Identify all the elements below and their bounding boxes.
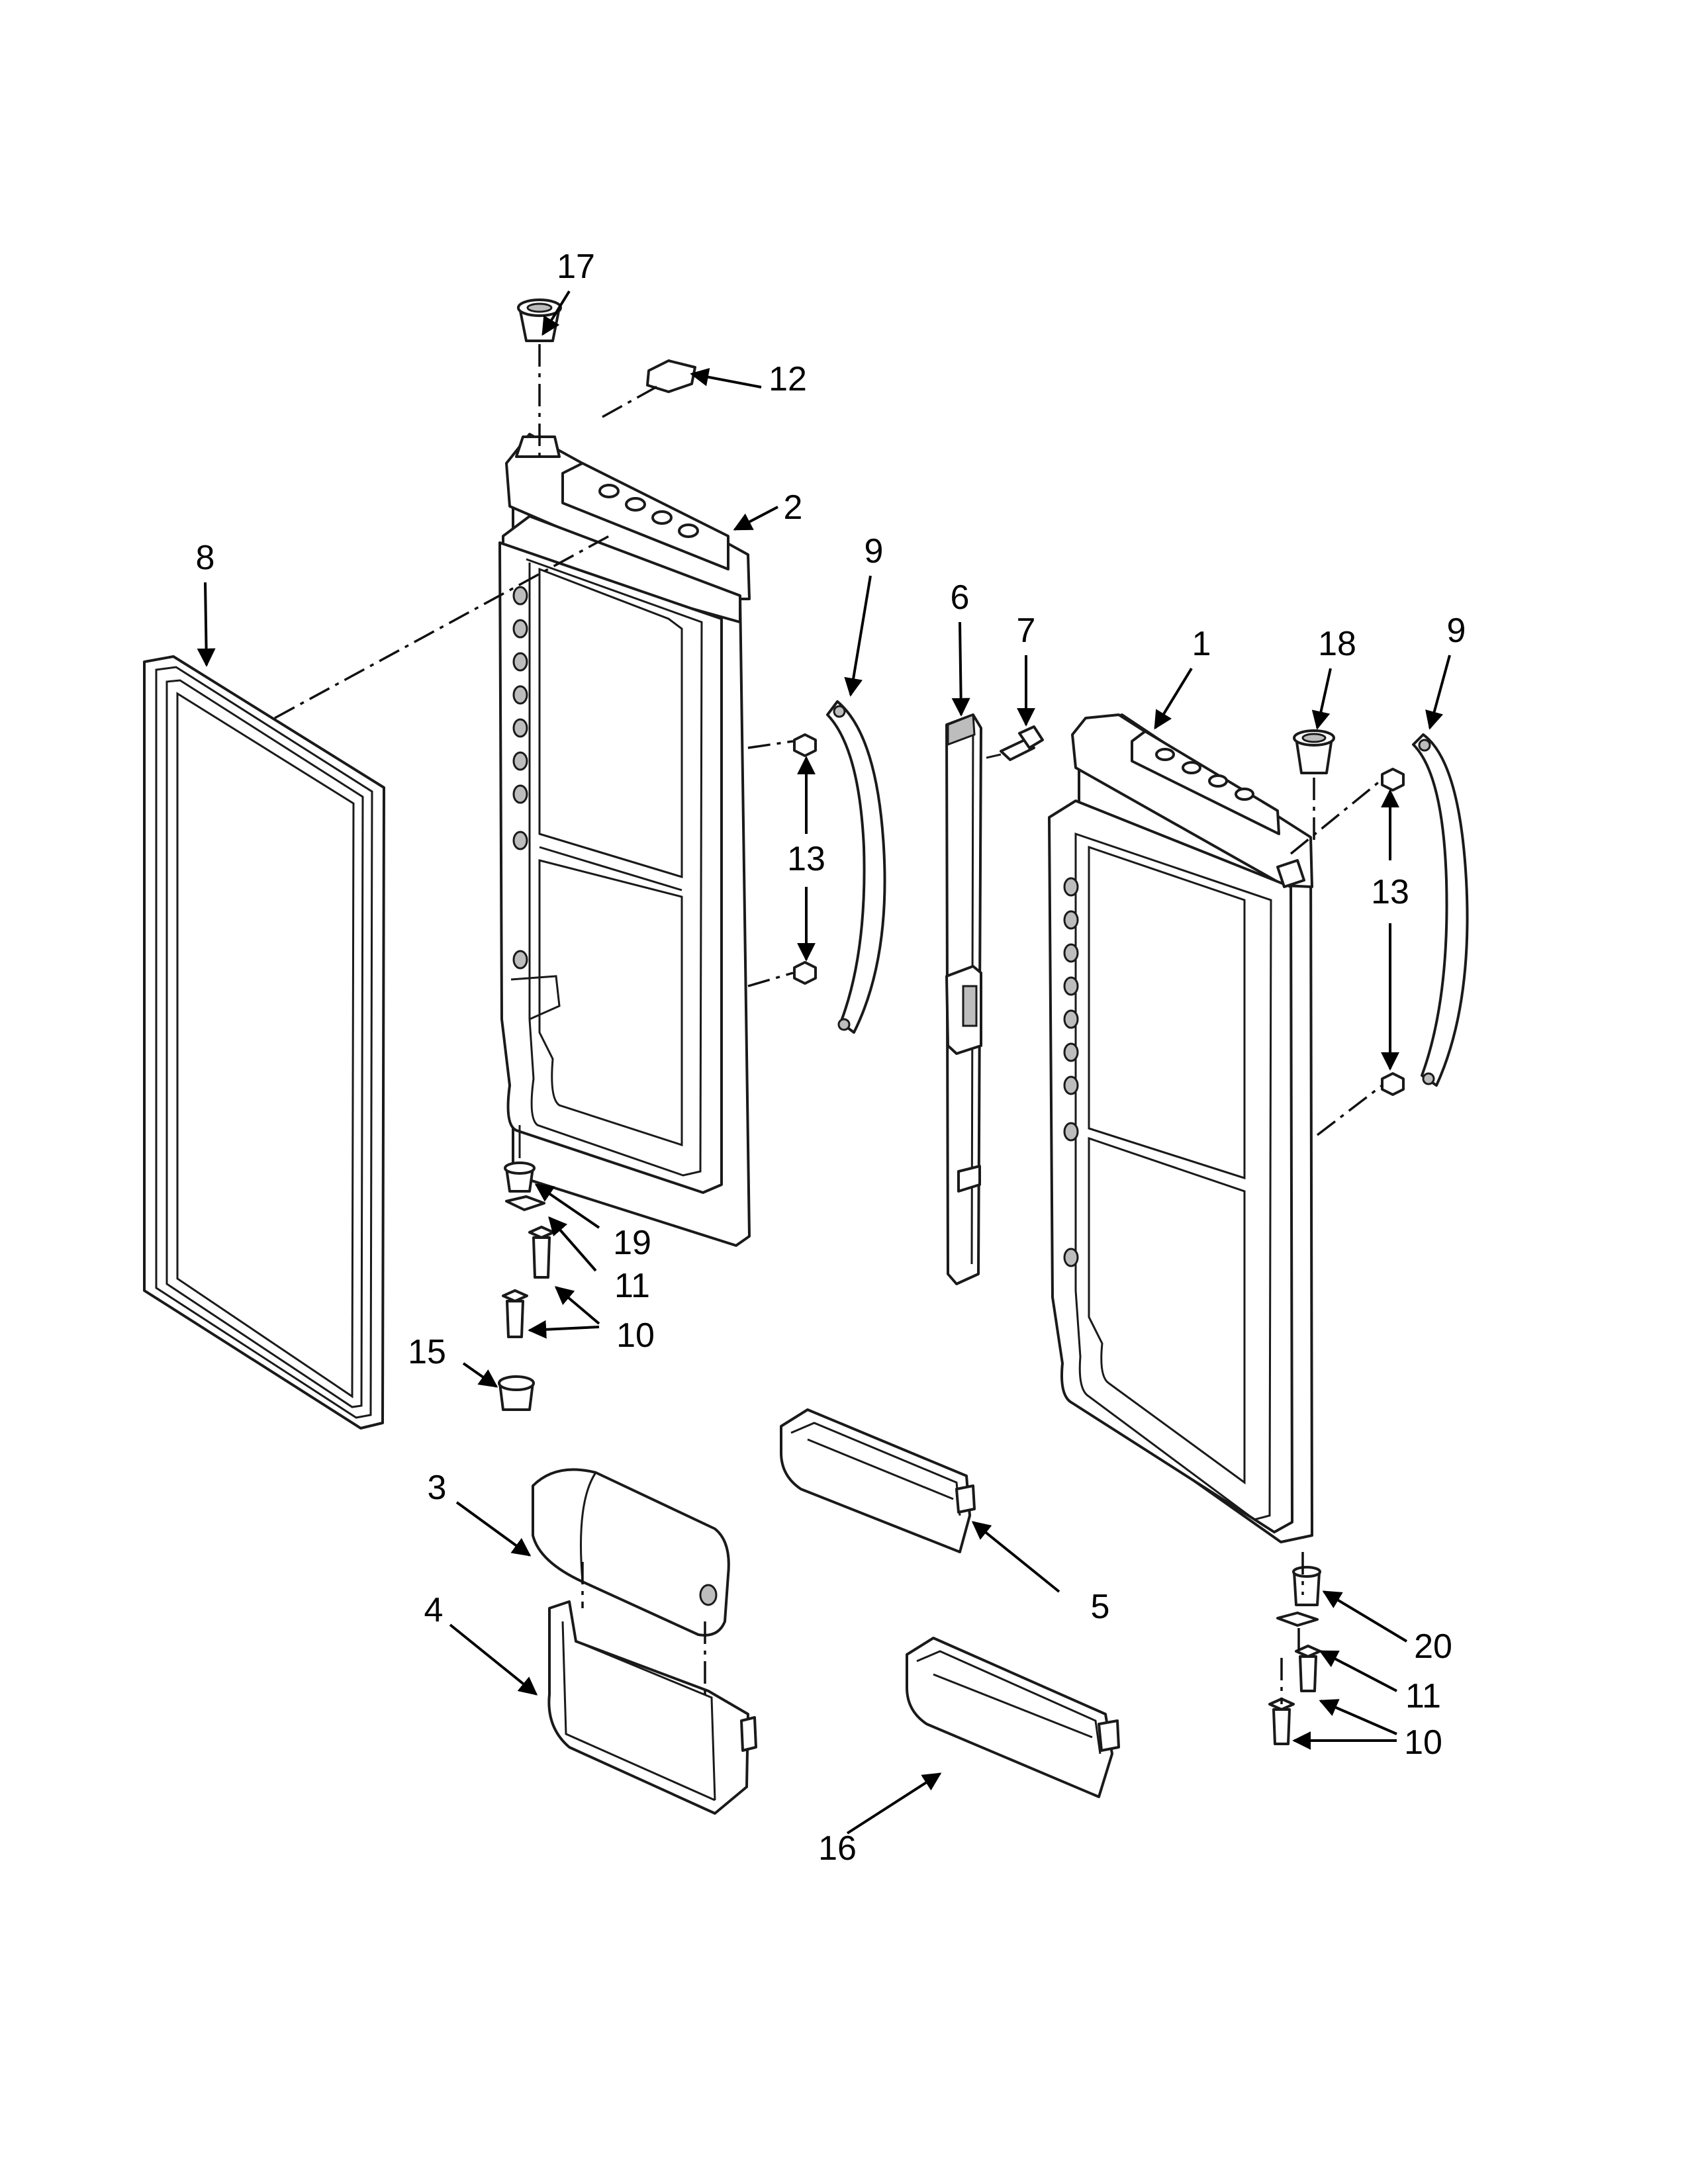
callout-18: 18: [1318, 625, 1356, 663]
callout-5: 5: [1091, 1588, 1110, 1626]
right-bottom-hinge-hardware: [1268, 1566, 1321, 1745]
alignment-lines: [274, 344, 1383, 1704]
mullion-screw: [986, 725, 1044, 761]
left-door-liner: [498, 433, 751, 1247]
callout-4: 4: [424, 1591, 444, 1629]
callout-8: 8: [196, 539, 215, 577]
callout-labels: 17 12 2 8 9 6 7 1 18 9 13 13 19 11 10 15…: [196, 248, 1466, 1868]
callout-13-left: 13: [787, 840, 825, 878]
top-hinge-bushing-right: [1293, 729, 1335, 774]
callout-9-left: 9: [865, 532, 884, 570]
right-door-handle: [1381, 733, 1469, 1096]
callout-1: 1: [1192, 625, 1211, 663]
callout-10-left: 10: [616, 1316, 655, 1355]
callout-9-right: 9: [1447, 612, 1466, 650]
callout-16: 16: [818, 1829, 857, 1868]
right-door-liner: [1048, 713, 1313, 1543]
door-bin-16: [906, 1637, 1120, 1798]
callout-11-left: 11: [614, 1267, 650, 1305]
callout-20: 20: [1414, 1627, 1452, 1666]
callout-13-right: 13: [1371, 873, 1409, 911]
left-liner-shelf-clips: [512, 586, 528, 970]
callout-11-right: 11: [1405, 1677, 1441, 1715]
callout-3: 3: [428, 1469, 447, 1507]
hinge-pin-cap: [498, 1375, 535, 1411]
callout-7: 7: [1017, 612, 1036, 650]
left-door-handle: [793, 700, 886, 1034]
callout-15: 15: [408, 1333, 446, 1371]
top-hinge-bushing-left: [517, 298, 562, 342]
door-gasket: [143, 655, 385, 1430]
center-flip-mullion: [945, 713, 982, 1285]
callout-10-right: 10: [1404, 1723, 1442, 1762]
leader-lines: [197, 290, 1451, 1835]
callout-19: 19: [613, 1224, 651, 1262]
door-bin-5: [780, 1408, 976, 1553]
callout-2: 2: [784, 488, 803, 527]
callout-17: 17: [557, 248, 595, 286]
left-bottom-hinge-hardware: [502, 1125, 555, 1338]
door-bin-left: [547, 1600, 757, 1815]
door-bin-cover: [532, 1468, 730, 1637]
right-liner-shelf-clips: [1063, 877, 1079, 1267]
callout-12: 12: [769, 360, 807, 398]
callout-6: 6: [951, 578, 970, 617]
